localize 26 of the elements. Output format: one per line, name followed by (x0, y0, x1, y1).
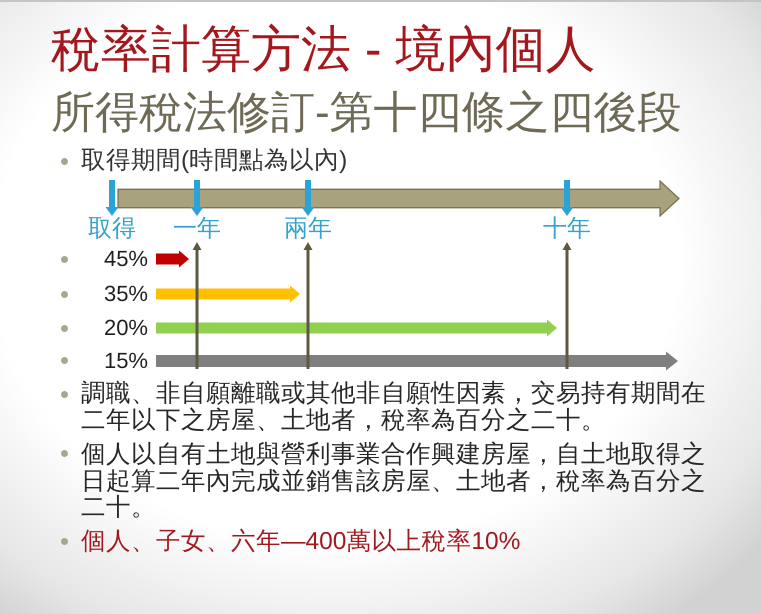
rate-label: 20% (104, 316, 156, 340)
arrow (304, 242, 312, 369)
block-arrow (156, 250, 189, 268)
year-label: 十年 (543, 216, 591, 242)
timeline-arrow (117, 180, 680, 217)
year-label: 取得 (88, 216, 136, 242)
rate-label: 45% (104, 247, 156, 271)
marker-arrow (302, 180, 314, 216)
block-arrow (156, 352, 678, 370)
rate-label: 35% (104, 282, 156, 306)
year-label: 一年 (173, 216, 221, 242)
bullet-paragraph: 個人以自有土地與營利事業合作興建房屋，自土地取得之日起算二年內完成並銷售該房屋、土地者，稅率為百分之二十。 (81, 442, 707, 522)
marker-arrow (560, 180, 574, 216)
year-label: 兩年 (284, 216, 332, 242)
rate-label: 15% (104, 349, 156, 373)
bullet-paragraph: 調職、非自願離職或其他非自願性因素，交易持有期間在二年以下之房屋、土地者，稅率為百分之二十。 (81, 381, 707, 434)
marker-arrow (106, 180, 118, 216)
slide-subtitle: 所得稅法修訂-第十四條之四後段 (51, 87, 682, 139)
slide-title: 稅率計算方法 - 境內個人 (51, 20, 596, 79)
arrow (192, 242, 202, 369)
marker-arrow (190, 180, 204, 216)
arrow (562, 242, 572, 369)
block-arrow (156, 286, 300, 302)
bullet-text: 個人、子女、六年—400萬以上稅率10% (81, 528, 520, 556)
bullet-text: 取得期間(時間點為以內) (81, 147, 348, 175)
block-arrow (156, 320, 557, 336)
